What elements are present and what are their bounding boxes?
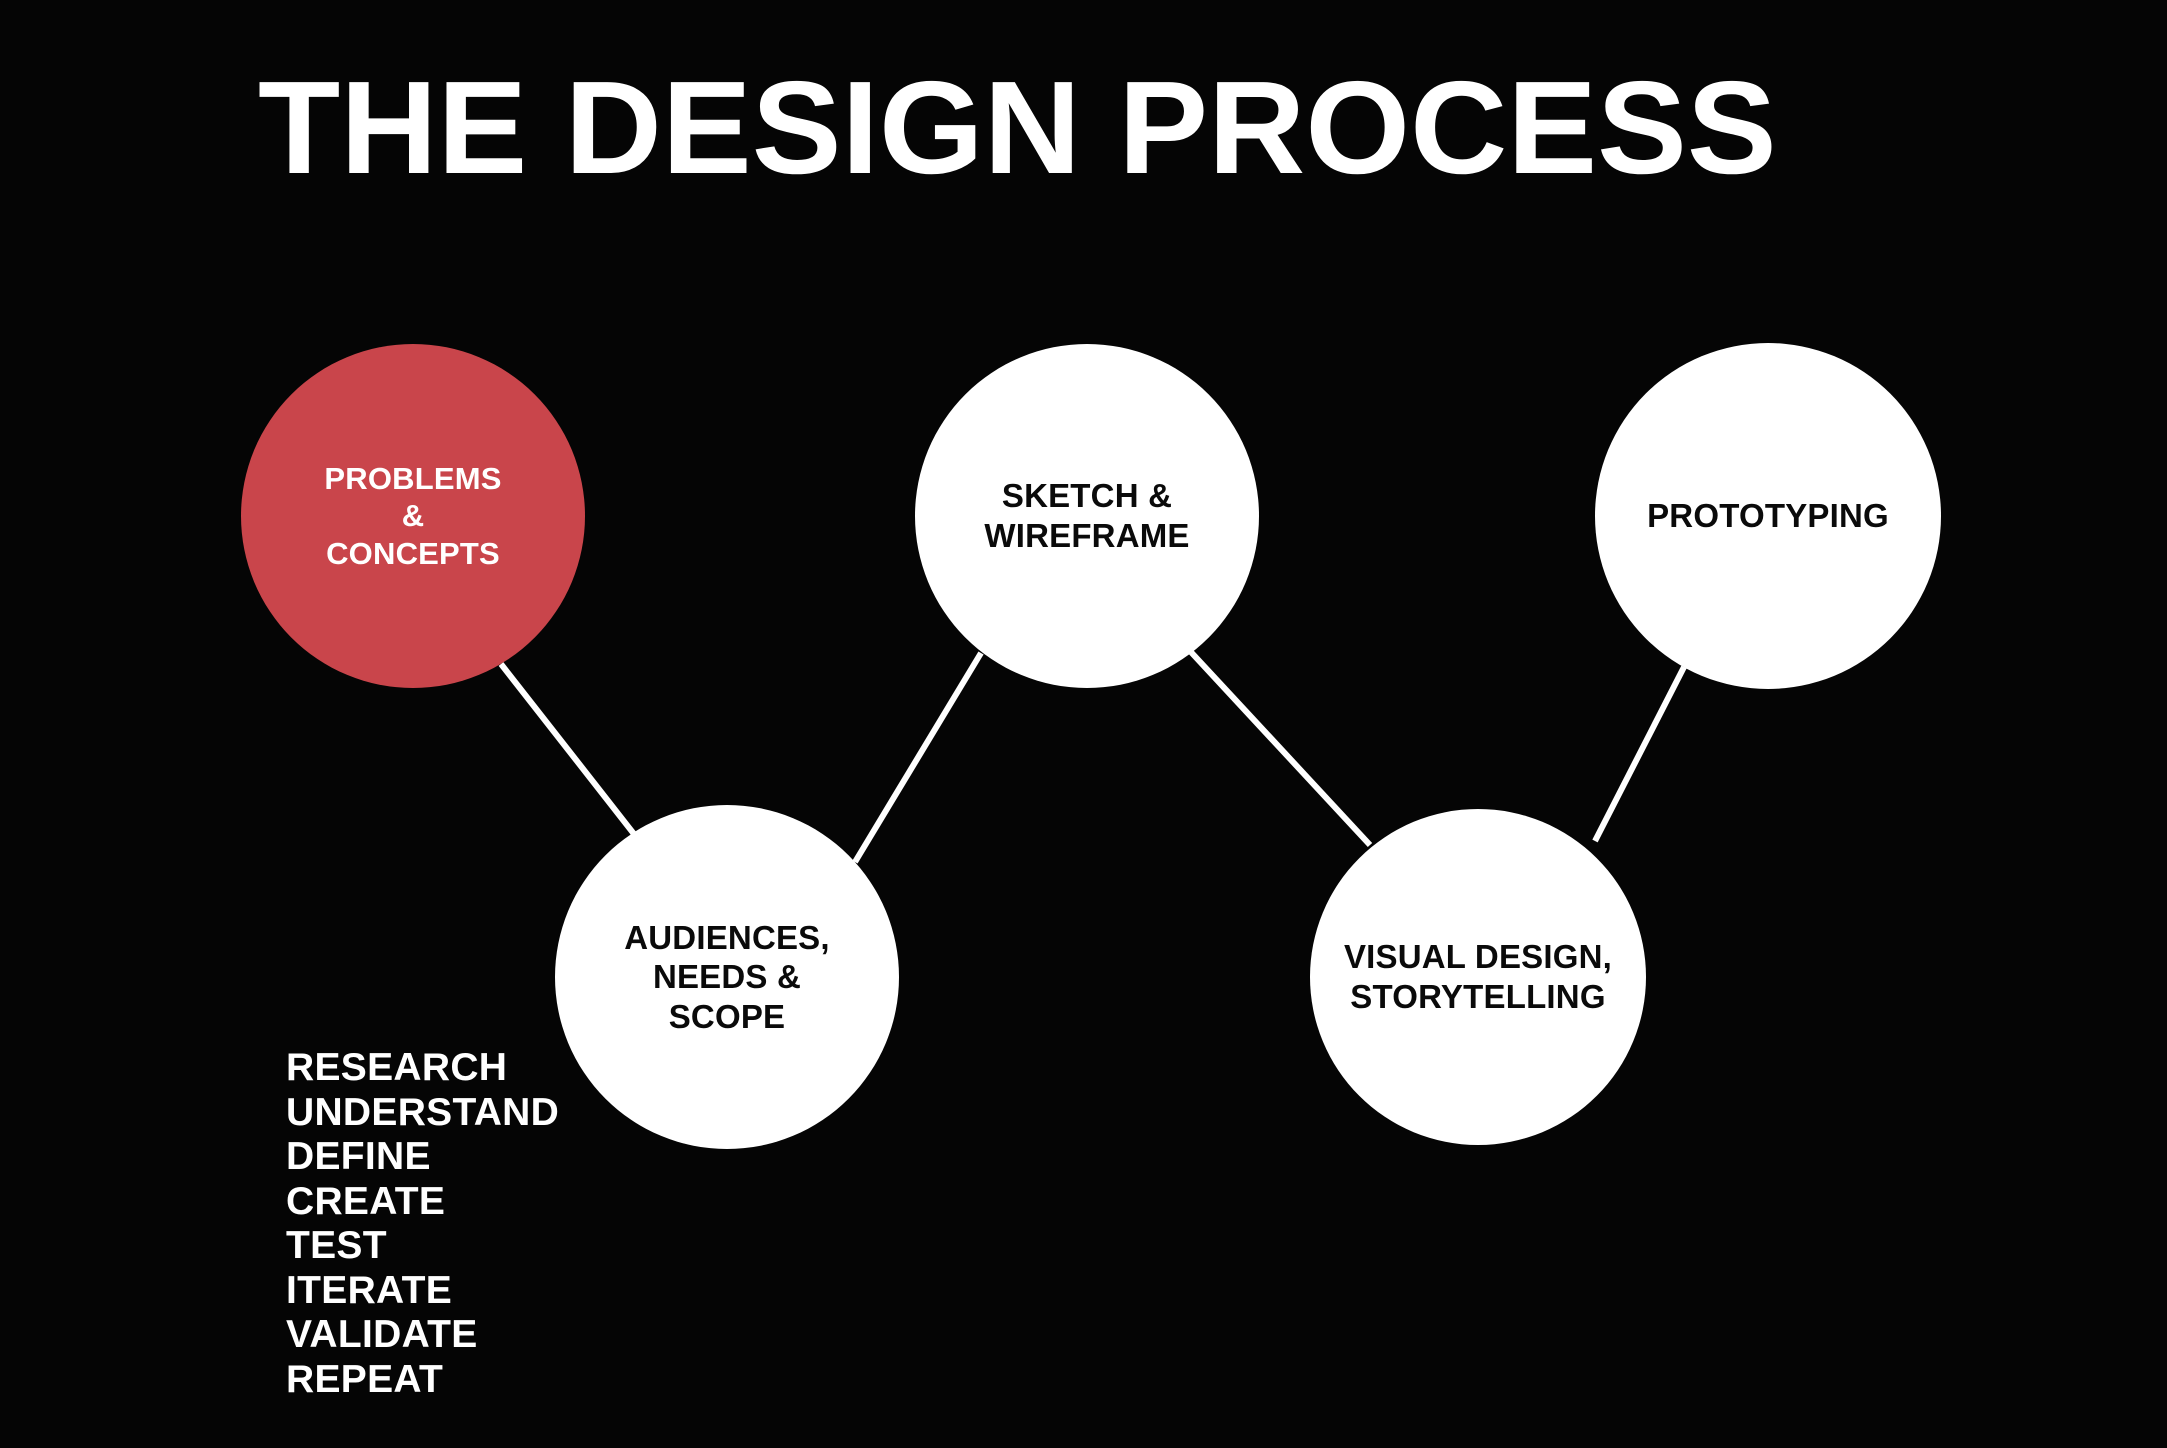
process-node-problems-concepts[interactable]: PROBLEMS & CONCEPTS xyxy=(241,344,585,688)
process-step-item: DEFINE xyxy=(286,1135,431,1178)
process-node-sketch-wireframe[interactable]: SKETCH & WIREFRAME xyxy=(915,344,1259,688)
process-node-label-sketch-wireframe: SKETCH & WIREFRAME xyxy=(984,477,1190,554)
connector-problems-concepts-to-audiences-needs-scope xyxy=(498,662,637,836)
process-node-visual-design-storytelling[interactable]: VISUAL DESIGN, STORYTELLING xyxy=(1310,809,1646,1145)
process-node-label-prototyping: PROTOTYPING xyxy=(1647,497,1889,535)
connector-sketch-wireframe-to-visual-design-storytelling xyxy=(1187,648,1373,848)
process-node-label-audiences-needs-scope: AUDIENCES, NEEDS & SCOPE xyxy=(624,918,830,1035)
process-step-item: UNDERSTAND xyxy=(286,1090,560,1134)
process-step-item: REPEAT xyxy=(286,1357,444,1401)
process-step-item: VALIDATE xyxy=(286,1313,478,1356)
process-step-item: TEST xyxy=(286,1224,387,1267)
process-step-item: ITERATE xyxy=(286,1268,453,1312)
process-node-prototyping[interactable]: PROTOTYPING xyxy=(1595,343,1941,689)
connector-visual-design-storytelling-to-prototyping xyxy=(1592,665,1687,843)
page-title: THE DESIGN PROCESS xyxy=(258,54,1777,201)
process-node-audiences-needs-scope[interactable]: AUDIENCES, NEEDS & SCOPE xyxy=(555,805,899,1149)
connector-audiences-needs-scope-to-sketch-wireframe xyxy=(852,651,984,864)
process-node-label-visual-design-storytelling: VISUAL DESIGN, STORYTELLING xyxy=(1343,938,1613,1015)
process-node-label-problems-concepts: PROBLEMS & CONCEPTS xyxy=(324,461,502,571)
process-step-item: RESEARCH xyxy=(286,1046,508,1089)
process-step-item: CREATE xyxy=(286,1179,446,1223)
